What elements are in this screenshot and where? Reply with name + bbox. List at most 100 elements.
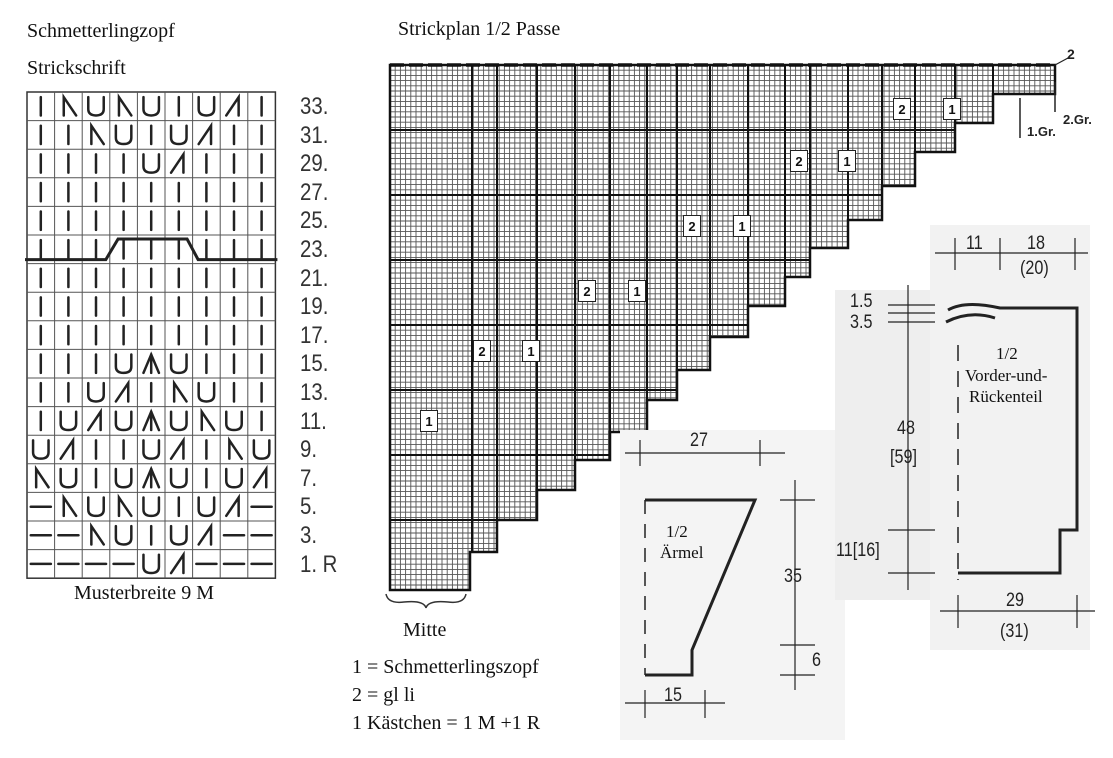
u-symbol xyxy=(169,467,188,489)
body-bottom-width: 29 xyxy=(1006,590,1024,611)
yoke-badge: 1 xyxy=(628,280,646,302)
sleeve-outline xyxy=(625,440,815,718)
row-label: 9. xyxy=(300,436,318,464)
diag-left-symbol xyxy=(90,121,105,146)
diag-left-symbol xyxy=(62,93,78,117)
u-symbol xyxy=(142,439,161,460)
row-label: 1. R xyxy=(300,550,338,578)
diag-right-symbol xyxy=(225,493,240,518)
row-label: 19. xyxy=(300,293,329,321)
body-length: 48 xyxy=(897,418,915,439)
pointer-line xyxy=(1054,57,1069,66)
diag-right-symbol xyxy=(197,121,213,146)
row-label: 29. xyxy=(300,150,329,178)
sleeve-cuff: 6 xyxy=(812,650,821,671)
cable-cross-line xyxy=(25,237,278,262)
diag-right-symbol xyxy=(225,93,240,117)
u-symbol xyxy=(59,467,78,489)
body-label-line1: Vorder-und- xyxy=(965,366,1048,385)
diag-left-symbol xyxy=(90,522,105,546)
pattern-subtitle: Strickschrift xyxy=(27,57,126,79)
row-label: 21. xyxy=(300,264,329,292)
u-symbol xyxy=(225,410,243,432)
u-symbol xyxy=(169,124,188,146)
body-top-right: 18 xyxy=(1027,233,1045,254)
body-label-line2: Rückenteil xyxy=(969,387,1043,406)
yoke-title: Strickplan 1/2 Passe xyxy=(398,18,561,40)
row-label: 33. xyxy=(300,93,329,120)
diag-right-symbol xyxy=(114,379,130,403)
body-outline xyxy=(888,238,1095,628)
yoke-badge: 2 xyxy=(893,98,911,120)
sleeve-top-width: 27 xyxy=(690,430,708,451)
diag-right-symbol xyxy=(197,522,213,546)
pattern-title: Schmetterlingzopf xyxy=(27,20,175,42)
row-label: 23. xyxy=(300,236,329,263)
u-symbol xyxy=(169,353,188,375)
yoke-badge: 1 xyxy=(522,340,540,362)
yoke-badge: 1 xyxy=(943,98,961,120)
u-symbol xyxy=(142,95,161,117)
brace-icon xyxy=(384,592,468,610)
u-symbol xyxy=(87,381,105,403)
arrow-up-symbol xyxy=(142,408,161,432)
sleeve-panel xyxy=(620,430,845,740)
diag-left-symbol xyxy=(200,407,216,432)
row-label: 31. xyxy=(300,121,329,149)
u-symbol xyxy=(114,467,133,489)
group-label-1gr: 1.Gr. xyxy=(1027,124,1056,139)
sleeve-height: 35 xyxy=(784,566,802,587)
sleeve-label-fraction: 1/2 xyxy=(666,522,688,541)
u-symbol xyxy=(114,410,133,432)
diag-right-symbol xyxy=(169,550,185,575)
yoke-outline xyxy=(388,63,1057,592)
u-symbol xyxy=(87,95,105,117)
diag-right-symbol xyxy=(59,436,75,460)
u-symbol xyxy=(31,439,50,460)
u-symbol xyxy=(225,467,243,489)
body-length-alt: [59] xyxy=(890,447,917,468)
diag-right-symbol xyxy=(169,150,185,174)
u-symbol xyxy=(59,410,78,432)
row-label: 3. xyxy=(300,522,318,549)
diag-left-symbol xyxy=(117,493,133,518)
row-label: 5. xyxy=(300,493,318,521)
u-symbol xyxy=(197,496,216,518)
yoke-badge: 1 xyxy=(733,215,751,237)
u-symbol xyxy=(197,381,216,403)
legend-line-1: 1 = Schmetterlingszopf xyxy=(352,656,539,678)
u-symbol xyxy=(87,496,105,518)
row-label: 27. xyxy=(300,178,329,206)
row-label: 15. xyxy=(300,350,329,378)
u-symbol xyxy=(142,496,161,518)
arrow-up-symbol xyxy=(142,465,161,489)
diag-right-symbol xyxy=(87,407,102,432)
row-label: 7. xyxy=(300,464,318,492)
body-side-top2: 3.5 xyxy=(850,312,873,333)
sleeve-label-name: Ärmel xyxy=(660,543,704,562)
diag-right-symbol xyxy=(252,464,268,489)
row-label: 17. xyxy=(300,321,329,349)
diag-left-symbol xyxy=(228,436,243,460)
arrow-up-symbol xyxy=(142,351,161,375)
u-symbol xyxy=(142,553,161,575)
yoke-badge: 1 xyxy=(838,150,856,172)
u-symbol xyxy=(142,153,161,174)
body-rib: 11[16] xyxy=(836,540,880,561)
group-label-2gr: 2.Gr. xyxy=(1063,112,1092,127)
u-symbol xyxy=(252,439,271,460)
yoke-badge: 2 xyxy=(473,340,491,362)
yoke-badge: 2 xyxy=(683,215,701,237)
yoke-badge: 1 xyxy=(420,410,438,432)
pattern-chart-grid xyxy=(25,91,278,579)
diag-left-symbol xyxy=(34,464,50,489)
body-top-left: 11 xyxy=(966,233,983,254)
sleeve-bottom-width: 15 xyxy=(664,685,682,706)
group-label-2: 2 xyxy=(1067,46,1075,62)
u-symbol xyxy=(114,353,133,375)
u-symbol xyxy=(114,524,133,546)
body-top-right-alt: (20) xyxy=(1020,258,1049,279)
body-panel-right xyxy=(930,225,1090,650)
u-symbol xyxy=(169,524,188,546)
